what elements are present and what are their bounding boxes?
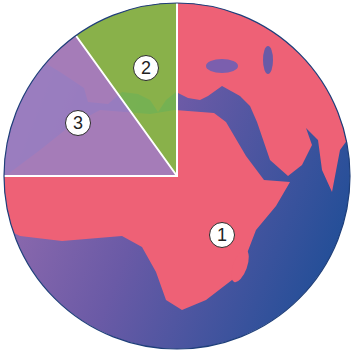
globe-outline [4,3,350,349]
black-sea [206,59,238,73]
sector-border [0,0,177,176]
madagascar [228,248,253,285]
callout-number: 3 [65,110,91,136]
callout-number: 1 [209,222,235,248]
callout-number: 2 [133,55,159,81]
caspian-sea [263,46,273,74]
